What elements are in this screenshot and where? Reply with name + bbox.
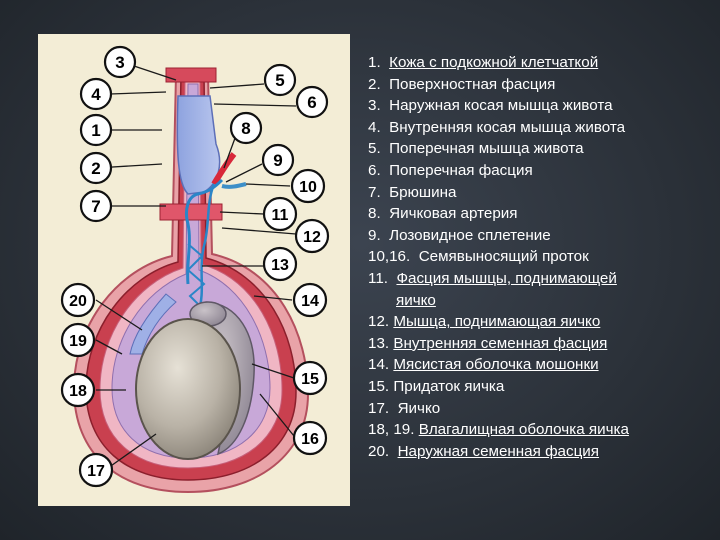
abdominal-wall-top — [165, 67, 217, 83]
svg-text:19: 19 — [69, 333, 87, 350]
legend-item: 17. Яичко — [368, 399, 441, 417]
callouts: 3 4 1 2 7 5 6 8 9 10 11 12 13 14 15 16 2… — [60, 45, 330, 488]
callout-19: 19 — [60, 322, 96, 358]
callout-7: 7 — [79, 189, 113, 223]
callout-14: 14 — [292, 282, 328, 318]
callout-15: 15 — [292, 360, 328, 396]
legend-item: 7. Брюшина — [368, 183, 457, 201]
svg-text:10: 10 — [299, 179, 317, 196]
svg-text:15: 15 — [301, 371, 319, 388]
callout-3: 3 — [103, 45, 137, 79]
plexus-vessel — [184, 178, 224, 285]
svg-text:11: 11 — [272, 207, 289, 224]
callout-11: 11 — [262, 196, 298, 232]
callout-13: 13 — [262, 246, 298, 282]
legend-item: 3. Наружная косая мышца живота — [368, 97, 613, 115]
svg-text:6: 6 — [307, 93, 316, 112]
callout-8: 8 — [229, 111, 263, 145]
svg-text:17: 17 — [87, 463, 105, 480]
svg-text:16: 16 — [301, 431, 319, 448]
svg-text:14: 14 — [301, 293, 319, 310]
legend-item: 4. Внутренняя косая мышца живота — [368, 118, 626, 136]
anatomy-figure-panel: 3 4 1 2 7 5 6 8 9 10 11 12 13 14 15 16 2… — [38, 34, 350, 506]
svg-text:2: 2 — [91, 159, 100, 178]
legend-item: 1. Кожа с подкожной клетчаткой — [368, 54, 599, 71]
callout-20: 20 — [60, 282, 96, 318]
callout-4: 4 — [79, 77, 113, 111]
svg-text:3: 3 — [115, 53, 124, 72]
vas-deferens — [221, 182, 247, 189]
callout-2: 2 — [79, 151, 113, 185]
callout-16: 16 — [292, 420, 328, 456]
svg-text:18: 18 — [69, 383, 87, 400]
legend-item: 10,16. Семявыносящий проток — [368, 248, 589, 266]
svg-text:7: 7 — [91, 197, 100, 216]
svg-text:5: 5 — [275, 71, 284, 90]
testicular-artery — [211, 152, 237, 186]
callout-9: 9 — [261, 143, 295, 177]
cord-sheath-blue — [129, 293, 177, 355]
callout-12: 12 — [294, 218, 330, 254]
legend-item-continuation: яичко — [396, 291, 436, 309]
callout-17: 17 — [78, 452, 114, 488]
legend-item: 2. Поверхностная фасция — [368, 75, 556, 93]
legend-item: 14. Мясистая оболочка мошонки — [368, 356, 599, 374]
plexus-net — [186, 243, 206, 311]
legend-item: 20. Наружная семенная фасция — [368, 442, 600, 460]
svg-text:1: 1 — [91, 121, 100, 140]
legend-item: 18, 19. Влагалищная оболочка яичка — [368, 421, 629, 439]
callout-18: 18 — [60, 372, 96, 408]
anatomy-diagram: 3 4 1 2 7 5 6 8 9 10 11 12 13 14 15 16 2… — [60, 45, 330, 494]
svg-text:20: 20 — [69, 293, 87, 310]
callout-1: 1 — [79, 113, 113, 147]
abdominal-wall-band — [159, 203, 223, 221]
svg-text:12: 12 — [303, 229, 321, 246]
svg-text:8: 8 — [241, 119, 250, 138]
legend-list: 1. Кожа с подкожной клетчаткой 2. Поверх… — [368, 52, 713, 462]
testis-shape — [135, 318, 241, 460]
legend-item: 15. Придаток яичка — [368, 377, 505, 395]
svg-text:13: 13 — [271, 257, 289, 274]
callout-6: 6 — [295, 85, 329, 119]
callout-5: 5 — [263, 63, 297, 97]
peritoneum-blue — [176, 95, 221, 195]
legend-item: 12. Мышца, поднимающая яичко — [368, 313, 601, 331]
plexus-vessel-2 — [196, 183, 216, 315]
legend-item: 8. Яичковая артерия — [368, 205, 518, 223]
legend-item: 5. Поперечная мышца живота — [368, 140, 584, 158]
callout-10: 10 — [290, 168, 326, 204]
svg-text:4: 4 — [91, 85, 101, 104]
legend-item: 9. Лозовидное сплетение — [368, 226, 551, 244]
legend-item: 13. Внутренняя семенная фасция — [368, 334, 608, 352]
legend-item: 11. Фасция мышцы, поднимающей — [368, 269, 617, 287]
legend-item: 6. Поперечная фасция — [368, 161, 533, 179]
svg-text:9: 9 — [273, 151, 282, 170]
